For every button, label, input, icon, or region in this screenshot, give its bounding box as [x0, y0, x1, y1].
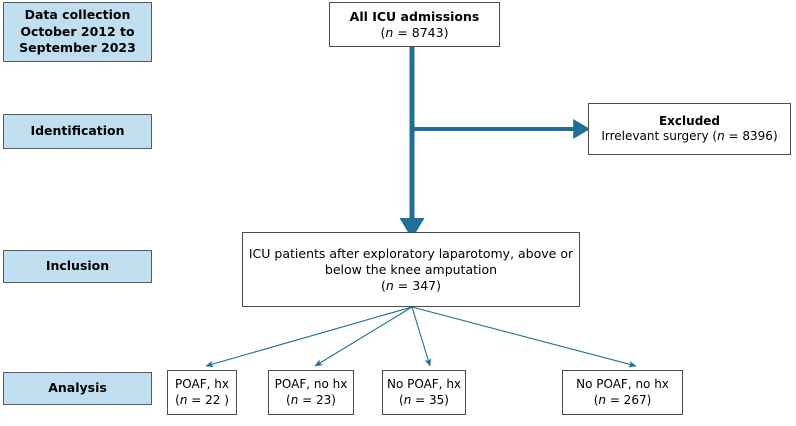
node-title: No POAF, hx — [386, 377, 462, 392]
node-count: (n = 23) — [286, 393, 336, 408]
node-count: (n = 267) — [594, 393, 652, 408]
node-included-icu-patients: ICU patients after exploratory laparotom… — [242, 232, 580, 307]
connector-inclusion-to-no-poaf-no-hx — [411, 306, 637, 368]
stage-label-identification: Identification — [3, 114, 152, 149]
count-value: = 22 — [187, 392, 221, 407]
stage-label-line: September 2023 — [19, 40, 136, 56]
count-variable: n — [385, 277, 394, 293]
count-value: = 35 — [411, 392, 445, 407]
connector-inclusion-to-no-poaf-hx — [411, 306, 432, 367]
count-prefix: ( — [286, 392, 291, 407]
count-variable: n — [385, 24, 394, 40]
node-poaf-no-hx: POAF, no hx (n = 23) — [268, 370, 354, 415]
count-variable: n — [290, 392, 299, 407]
count-prefix: ( — [399, 392, 404, 407]
count-prefix: ( — [381, 277, 386, 293]
stage-label-line: Identification — [30, 123, 125, 139]
count-prefix: ( — [593, 392, 599, 407]
detail-text: Irrelevant surgery ( — [601, 129, 718, 143]
stage-label-analysis: Analysis — [3, 372, 152, 405]
node-excluded: Excluded Irrelevant surgery (n = 8396) — [588, 103, 791, 155]
count-prefix: ( — [175, 392, 180, 407]
node-count: (n = 22 ) — [175, 393, 229, 408]
node-no-poaf-no-hx: No POAF, no hx (n = 267) — [562, 370, 683, 415]
count-value: = 347 — [393, 277, 437, 293]
stage-label-line: Data collection — [24, 7, 131, 23]
node-title: All ICU admissions — [349, 8, 480, 24]
stage-label-line: October 2012 to — [20, 23, 135, 39]
count-variable: n — [598, 392, 606, 407]
node-count: (n = 8743) — [381, 25, 449, 41]
node-title: POAF, no hx — [274, 377, 348, 392]
node-line-2: below the knee amputation — [324, 261, 498, 277]
stage-label-line: Analysis — [48, 380, 107, 396]
node-no-poaf-hx: No POAF, hx (n = 35) — [382, 370, 466, 415]
count-suffix: ) — [220, 392, 229, 407]
count-prefix: ( — [380, 24, 386, 40]
node-title: POAF, hx — [175, 377, 229, 392]
stage-label-inclusion: Inclusion — [3, 250, 152, 283]
count-suffix: ) — [646, 392, 652, 407]
count-suffix: ) — [772, 129, 778, 143]
node-title: No POAF, no hx — [576, 377, 669, 392]
count-value: = 267 — [606, 392, 647, 407]
count-suffix: ) — [331, 392, 336, 407]
node-poaf-hx: POAF, hx (n = 22 ) — [167, 370, 237, 415]
count-value: = 8396 — [724, 129, 773, 143]
count-variable: n — [717, 129, 725, 143]
stage-label-data-collection: Data collection October 2012 to Septembe… — [3, 2, 152, 62]
node-count: (n = 35) — [399, 393, 449, 408]
stage-label-line: Inclusion — [45, 258, 110, 274]
node-line-1: ICU patients after exploratory laparotom… — [248, 245, 574, 261]
node-detail: Irrelevant surgery (n = 8396) — [601, 129, 777, 144]
node-title: Excluded — [658, 113, 721, 128]
count-value: = 23 — [298, 392, 332, 407]
connector-inclusion-to-poaf-hx — [205, 306, 413, 368]
connector-inclusion-to-poaf-no-hx — [314, 306, 413, 367]
count-variable: n — [403, 392, 412, 407]
count-variable: n — [179, 392, 188, 407]
node-count: (n = 347) — [381, 278, 441, 294]
count-suffix: ) — [444, 392, 449, 407]
count-suffix: ) — [443, 24, 449, 40]
count-value: = 8743 — [393, 24, 444, 40]
node-all-icu-admissions: All ICU admissions (n = 8743) — [329, 2, 500, 47]
count-suffix: ) — [436, 277, 441, 293]
